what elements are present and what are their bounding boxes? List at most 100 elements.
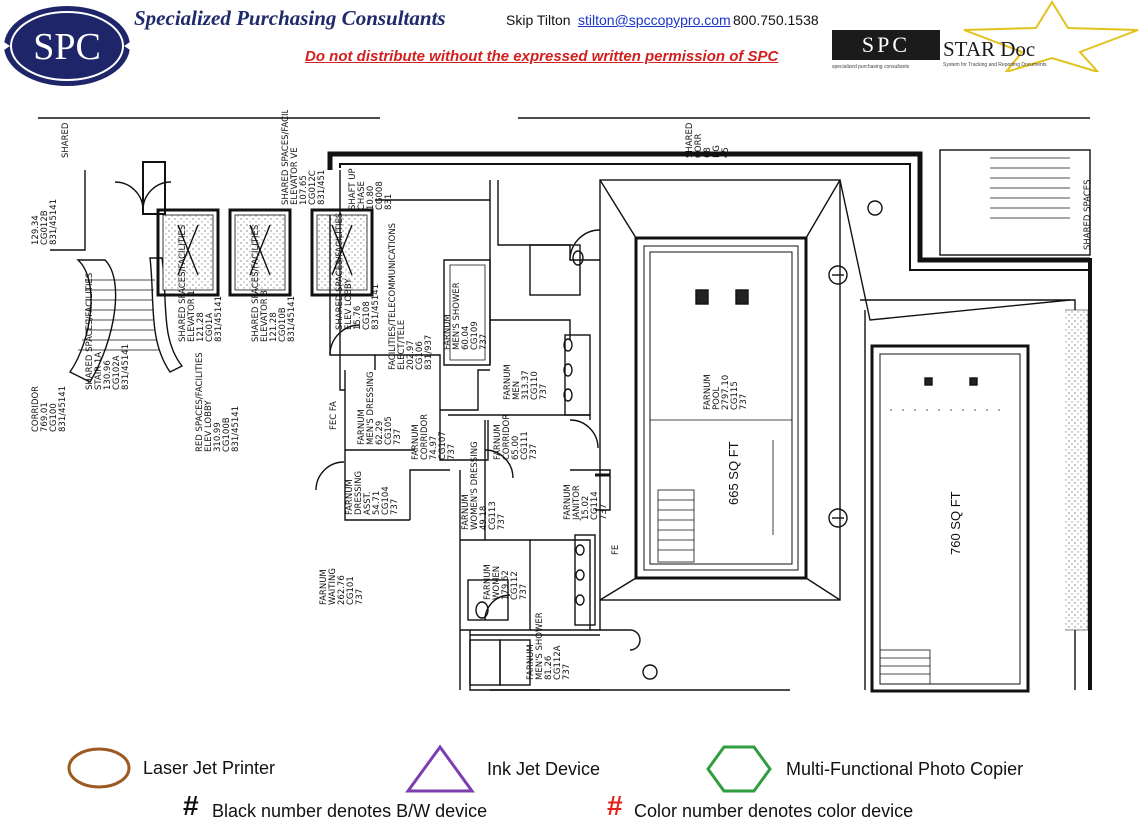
room-label-line: 313.37 <box>521 370 531 400</box>
room-label-line: SHARED SPACES/FACILITIES <box>178 225 188 342</box>
black-hash-symbol: # <box>183 790 199 821</box>
room-label-line: CG108 <box>362 301 372 330</box>
svg-text:FARNUMWOMEN'S DRESSING49.18CG1: FARNUMWOMEN'S DRESSING49.18CG113737 <box>461 441 507 530</box>
room-label-line: CORR <box>694 133 704 158</box>
room-label-line: 60.04 <box>461 326 471 350</box>
room-label-line: CG112 <box>510 571 520 600</box>
spc-logo-text: SPC <box>33 26 101 68</box>
svg-text:FARNUMMEN313.37CG110737: FARNUMMEN313.37CG110737 <box>503 364 549 400</box>
room-label-line: FARNUM <box>483 564 493 600</box>
room-label-line: FACILITIES/TELECOMMUNICATIONS <box>388 223 398 370</box>
svg-text:SHARED SPACES/FACILITIESELEV L: SHARED SPACES/FACILITIESELEV LOBBY15.76C… <box>335 213 381 330</box>
room-label-line: NG <box>712 145 722 158</box>
contact-email-link[interactable]: stilton@spccopypro.com <box>578 12 731 28</box>
contact-name: Skip Tilton <box>506 12 571 28</box>
room-label-line: FARNUM <box>443 314 453 350</box>
svg-text:FARNUMDRESSINGASST.54.71CG1047: FARNUMDRESSINGASST.54.71CG104737 <box>345 471 400 515</box>
pool-area-label: 760 SQ FT <box>948 491 963 555</box>
room-label-line: SHAFT UP <box>348 168 358 210</box>
svg-text:FARNUMWAITING262.76CG101737: FARNUMWAITING262.76CG101737 <box>319 568 365 605</box>
room-label-line: 107.65 <box>299 175 309 205</box>
distribution-warning: Do not distribute without the expressed … <box>305 48 779 65</box>
room-label-line: ELEV LOBBY <box>344 278 354 330</box>
svg-text:CORRIDOR769.01CG100831/45141: CORRIDOR769.01CG100831/45141 <box>31 386 68 432</box>
room-label-line: 831/45141 <box>58 386 68 432</box>
room-label-line: ASST. <box>363 492 373 516</box>
room-label-line: CG112A <box>553 645 563 680</box>
room-label-line: 737 <box>497 514 507 530</box>
room-label-line: CORRIDOR <box>420 414 430 460</box>
spc-logo: SPC <box>2 4 132 88</box>
room-label-line: CORRIDOR <box>502 414 512 460</box>
stardoc-logo: SPC specialized purchasing consultants S… <box>830 0 1140 75</box>
room-label-line: MEN'S DRESSING <box>366 371 376 445</box>
stardoc-spc-text: SPC <box>862 32 910 57</box>
room-label-line: CG104 <box>381 486 391 515</box>
room-label-line: CG010B <box>278 307 288 342</box>
room-label-line: FARNUM <box>526 644 536 680</box>
room-label-line: ELEV LOBBY <box>204 400 214 452</box>
room-label-line: DRESSING <box>354 471 364 515</box>
svg-text:FARNUMMEN'S SHOWER81.26CG112A7: FARNUMMEN'S SHOWER81.26CG112A737 <box>526 612 572 680</box>
room-label-line: 62.29 <box>375 421 385 445</box>
room-label-line: CG01A <box>205 313 215 342</box>
room-label-line: CG008 <box>375 181 385 210</box>
room-label-line: 10.80 <box>366 186 376 210</box>
room-label-line: 179.62 <box>501 570 511 600</box>
room-label-line: 737 <box>562 664 572 680</box>
svg-text:SHARED SPACES/FACILITIESELEVAT: SHARED SPACES/FACILITIESELEVATOR 1121.28… <box>178 225 224 342</box>
room-label-line: 130.96 <box>103 360 113 390</box>
room-label-line: 129.34 <box>31 215 41 245</box>
room-label-line: 737 <box>390 499 400 515</box>
color-device-note: Color number denotes color device <box>634 801 914 821</box>
room-label-line: CG106 <box>415 341 425 370</box>
room-label-line: CG107 <box>438 431 448 460</box>
room-label-line: FARNUM <box>461 494 471 530</box>
svg-text:SHARED SPACES/FACILITIESSTAIR: SHARED SPACES/FACILITIESSTAIR 1A130.96CG… <box>85 273 131 390</box>
room-label-line: 65.00 <box>511 436 521 460</box>
room-label-line: 54.71 <box>372 491 382 515</box>
room-label-line: CG113 <box>488 501 498 530</box>
room-label-line: 15.76 <box>353 306 363 330</box>
room-label-line: CG101 <box>346 576 356 605</box>
room-label-line: 121.28 <box>269 312 279 342</box>
room-label-line: CG111 <box>520 431 530 460</box>
room-label-line: CG100B <box>222 417 232 452</box>
room-label-line: SHARED SPACES/FACILITIES <box>251 225 261 342</box>
room-label-line: WOMEN'S DRESSING <box>470 441 480 530</box>
room-label-line: FARNUM <box>493 424 503 460</box>
svg-text:SHARED SPACES/FACILITIESELEVAT: SHARED SPACES/FACILITIESELEVATOR 8121.28… <box>251 225 297 342</box>
room-label-line: 831/45141 <box>49 199 59 245</box>
room-label-line: 831/45141 <box>371 284 381 330</box>
room-label-line: 737 <box>479 334 489 350</box>
floor-plan: SHARED SPACES/FACILITIESSTAIR 1A130.96CG… <box>31 110 1093 693</box>
room-labels: SHARED SPACES/FACILITIESSTAIR 1A130.96CG… <box>31 110 1093 680</box>
room-label-line: 831/45141 <box>231 406 241 452</box>
plan-walls <box>38 117 1092 693</box>
room-label-line: WAITING <box>328 568 338 605</box>
svg-text:FACILITIES/TELECOMMUNICATIONSE: FACILITIES/TELECOMMUNICATIONSELECT/TELE2… <box>388 223 434 370</box>
room-label-line: 831/45141 <box>121 344 131 390</box>
contact-phone: 800.750.1538 <box>733 12 819 28</box>
room-label-line: 2797.10 <box>721 375 731 410</box>
room-label-line: CG105 <box>384 416 394 445</box>
room-label-line: ELEVATOR 1 <box>187 290 197 342</box>
room-label-line: 121.28 <box>196 312 206 342</box>
room-label-line: 81.26 <box>544 656 554 680</box>
room-label-line: 737 <box>447 444 457 460</box>
fire-label: FE <box>611 545 621 555</box>
room-label-line: FARNUM <box>357 409 367 445</box>
room-label-line: 45 <box>721 147 731 158</box>
room-label-line: 737 <box>529 444 539 460</box>
svg-text:FARNUMMEN'S SHOWER60.04CG10973: FARNUMMEN'S SHOWER60.04CG109737 <box>443 282 489 350</box>
room-label-line: FARNUM <box>503 364 513 400</box>
room-label-line: FARNUM <box>411 424 421 460</box>
svg-text:SHARED SPACES/FACILITIESELEVAT: SHARED SPACES/FACILITIESELEVATOR VE107.6… <box>281 110 327 205</box>
room-label-line: 831 <box>384 194 394 210</box>
room-label-line: 831/937 <box>424 335 434 370</box>
room-label-line: FARNUM <box>703 374 713 410</box>
room-label-line: SHARED SPACES/FACILITIES <box>281 110 291 205</box>
room-label-line: MEN'S SHOWER <box>535 612 545 680</box>
room-label-line: ELEVATOR VE <box>290 147 300 205</box>
room-label-line: CG012C <box>308 170 318 205</box>
